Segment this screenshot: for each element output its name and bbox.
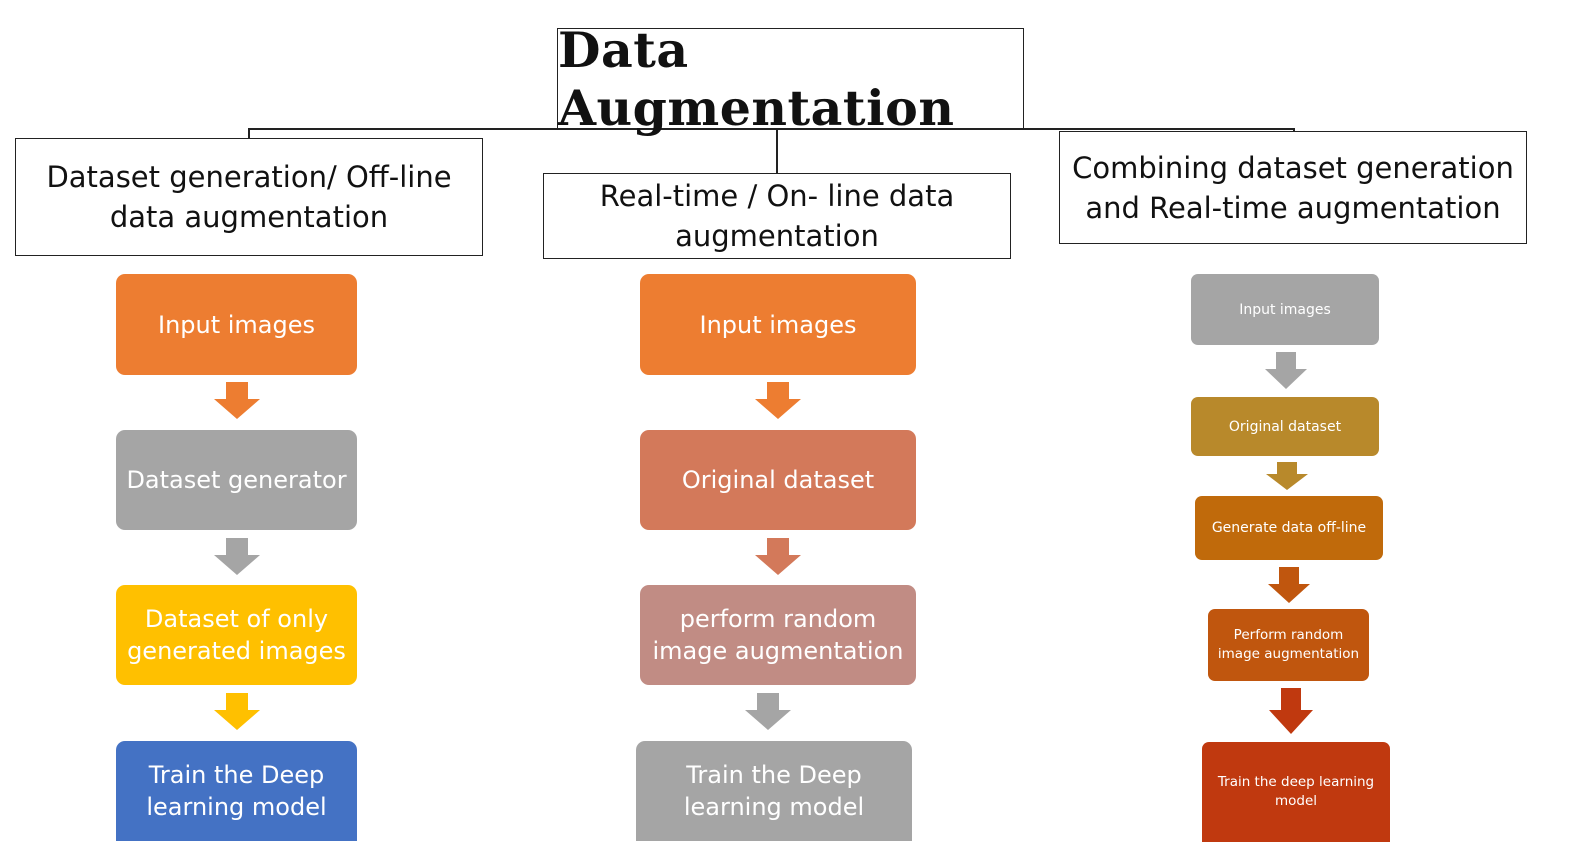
arrow-down-icon (214, 382, 260, 419)
arrow-down-icon (755, 382, 801, 419)
combined-input-images: Input images (1191, 274, 1379, 345)
arrow-down-icon (214, 538, 260, 575)
connector-right-drop (1293, 128, 1295, 132)
combined-original-dataset: Original dataset (1191, 397, 1379, 456)
arrow-down-icon (1265, 352, 1307, 389)
offline-train-model: Train the Deep learning model (116, 741, 357, 841)
arrow-down-icon (1269, 688, 1313, 734)
offline-generated-dataset: Dataset of only generated images (116, 585, 357, 685)
arrow-down-icon (745, 693, 791, 730)
arrow-down-icon (1268, 567, 1310, 603)
arrow-down-icon (755, 538, 801, 575)
online-input-images: Input images (640, 274, 916, 375)
combined-random-augmentation: Perform random image augmentation (1208, 609, 1369, 681)
heading-offline: Dataset generation/ Off-line data augmen… (15, 138, 483, 256)
online-train-model: Train the Deep learning model (636, 741, 912, 841)
connector-center-drop (776, 128, 778, 173)
diagram-title: Data Augmentation (557, 21, 1024, 137)
online-original-dataset: Original dataset (640, 430, 916, 530)
offline-input-images: Input images (116, 274, 357, 375)
combined-train-model: Train the deep learning model (1202, 742, 1390, 842)
offline-dataset-generator: Dataset generator (116, 430, 357, 530)
heading-online: Real-time / On- line data augmentation (543, 173, 1011, 259)
online-random-augmentation: perform random image augmentation (640, 585, 916, 685)
heading-combined: Combining dataset generation and Real-ti… (1059, 131, 1527, 244)
arrow-down-icon (1266, 462, 1308, 490)
arrow-down-icon (214, 693, 260, 730)
connector-left-drop (248, 128, 250, 138)
combined-generate-offline: Generate data off-line (1195, 496, 1383, 560)
